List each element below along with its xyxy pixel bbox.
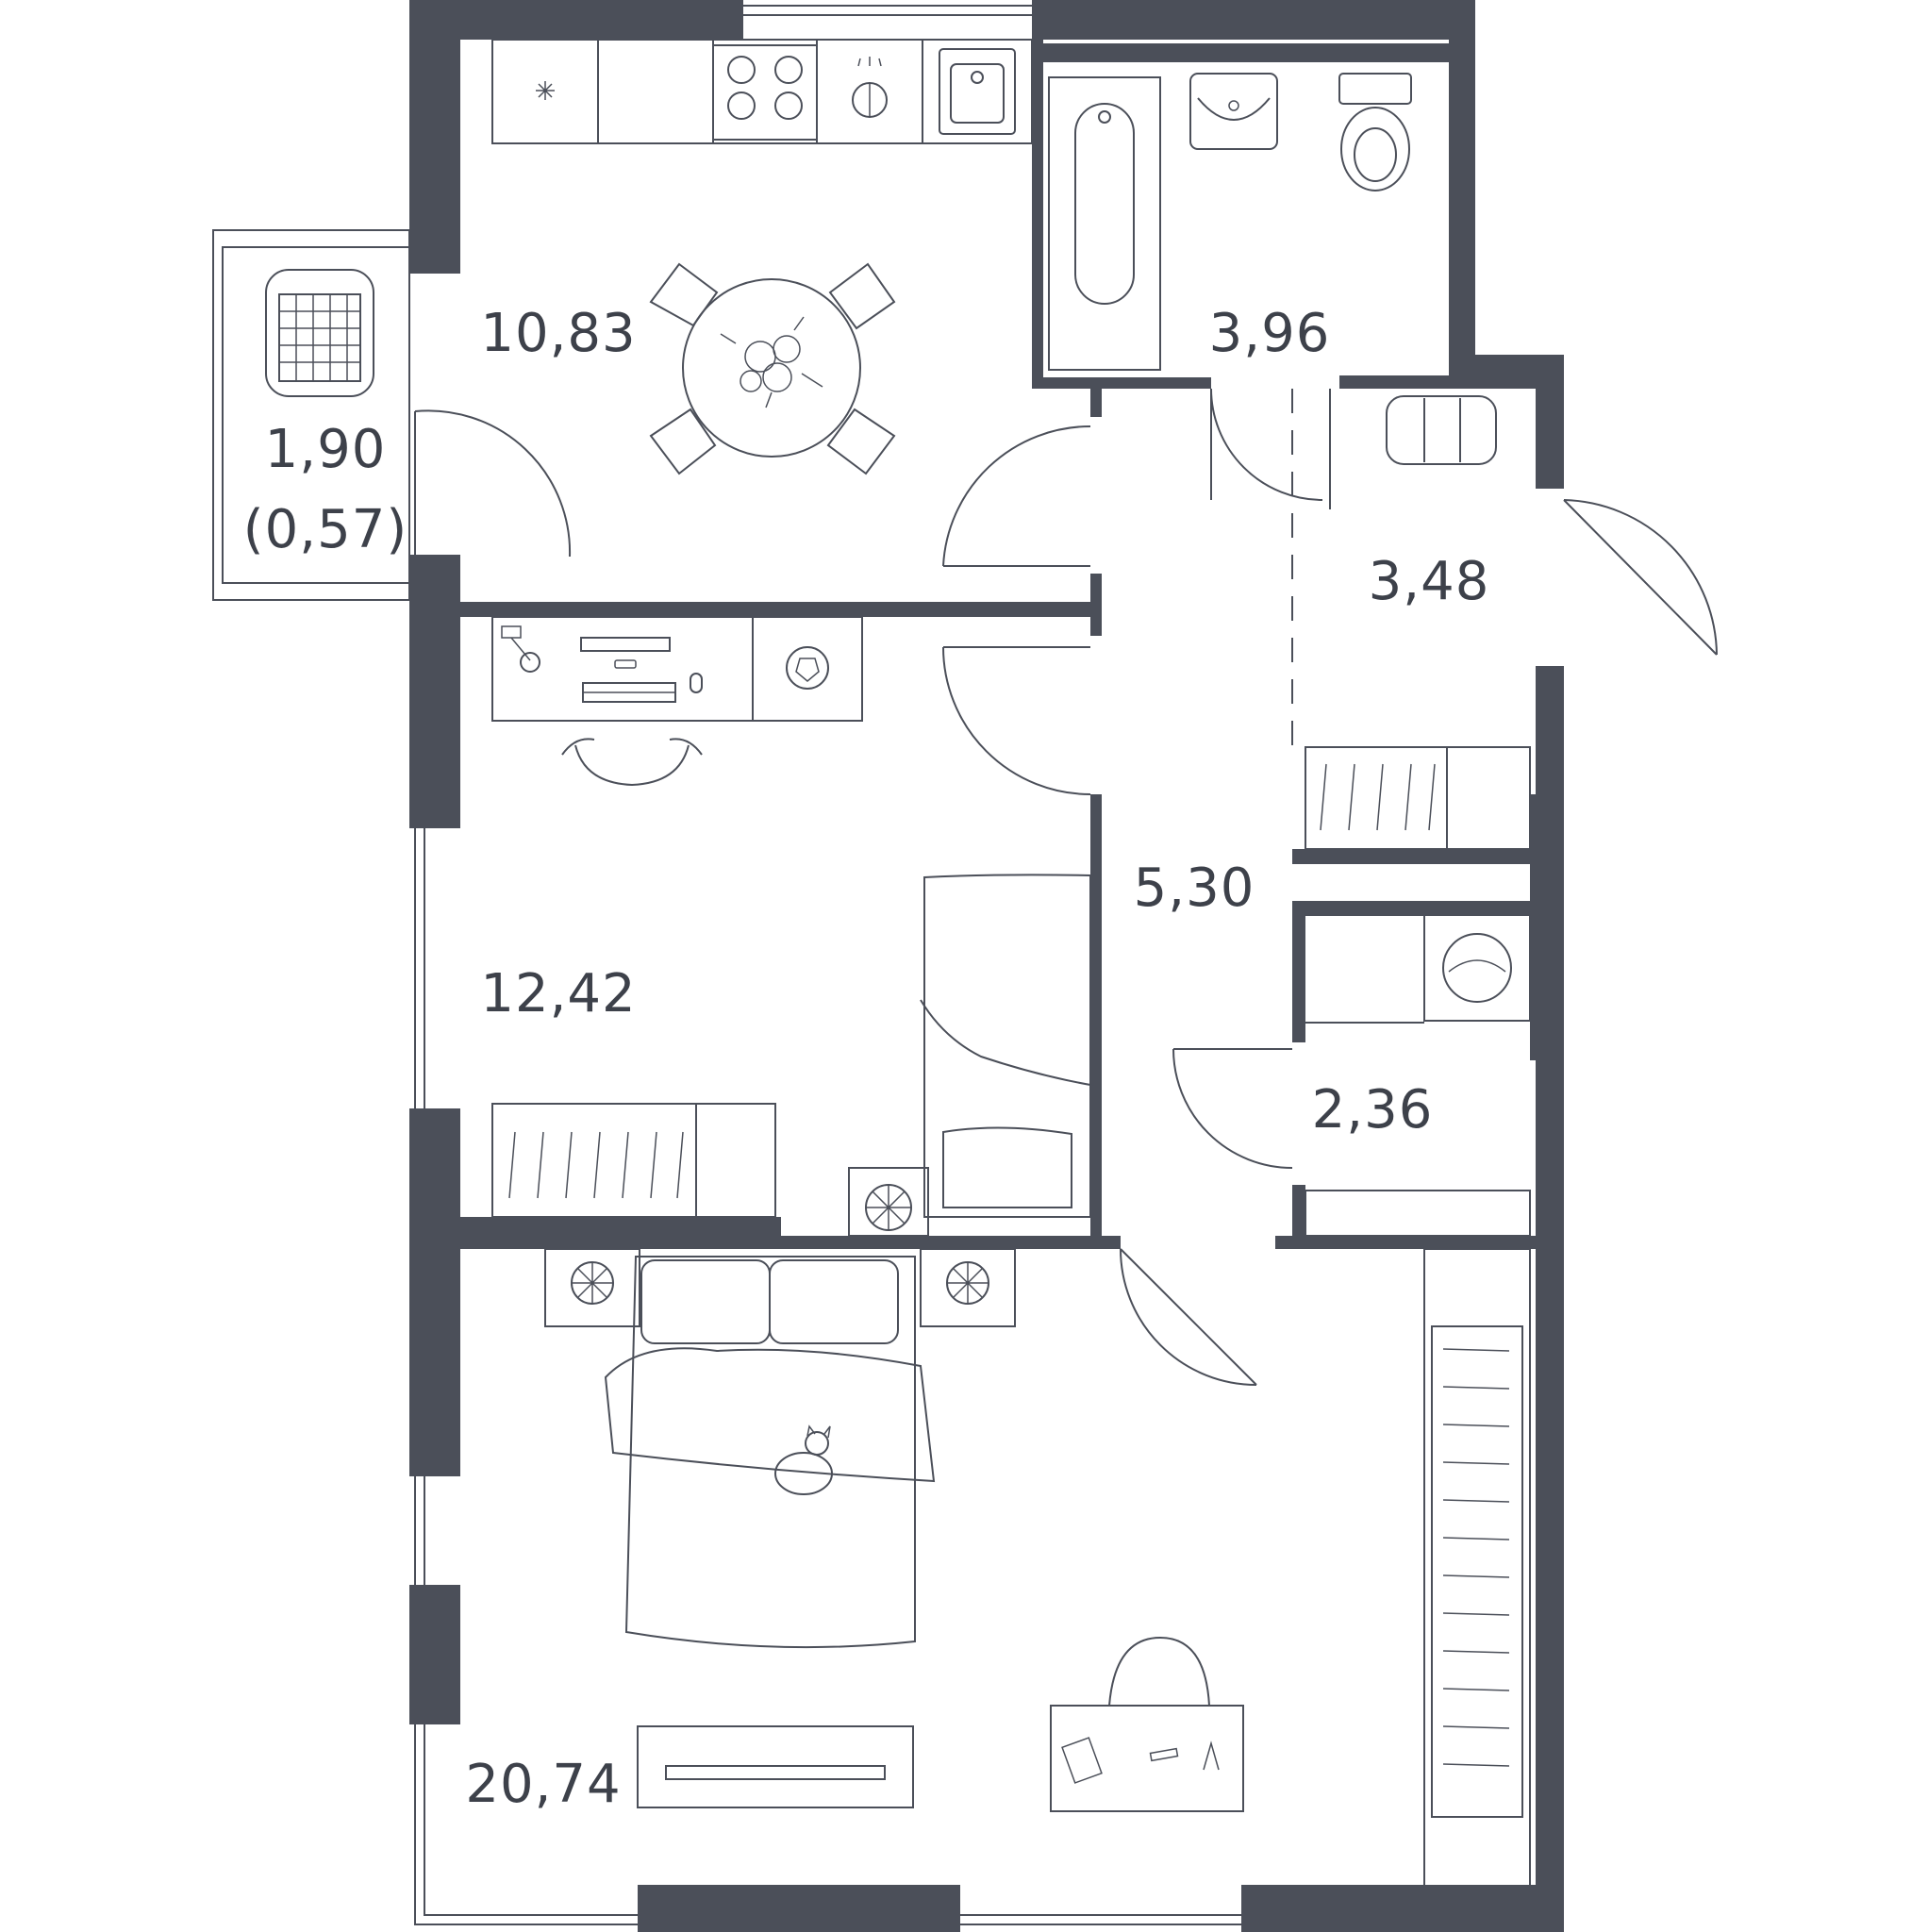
- storage-area-label: 2,36: [1312, 1079, 1434, 1141]
- dining-chair: [828, 262, 896, 330]
- dresser: [491, 1103, 776, 1218]
- balcony-area-label: 1,90: [265, 419, 387, 480]
- washbasin: [1189, 73, 1278, 150]
- office-chair: [561, 738, 703, 787]
- notebook-icon: [1061, 1737, 1103, 1784]
- window: [743, 5, 1032, 16]
- window: [960, 1914, 1241, 1925]
- dining-table: [649, 262, 896, 475]
- storage-shelf: [1305, 1022, 1531, 1237]
- lamp-icon: [501, 625, 540, 673]
- faucet-icon: [852, 57, 888, 118]
- small-bedroom-door[interactable]: [942, 646, 1091, 795]
- hall-area-label: 3,48: [1369, 551, 1490, 612]
- cat-icon: [774, 1424, 833, 1495]
- window: [414, 1476, 425, 1585]
- balcony-door[interactable]: [414, 409, 572, 558]
- keyboard-icon: [582, 682, 676, 703]
- laundry-basket-icon: [265, 269, 374, 397]
- flower-bouquet-icon: [720, 316, 823, 408]
- walls: [409, 0, 1564, 1932]
- hall-wardrobe: [1305, 746, 1531, 850]
- double-bed: [604, 1256, 936, 1649]
- washing-machine: [1423, 914, 1531, 1022]
- window: [414, 1724, 638, 1925]
- small-bedroom-area-label: 12,42: [480, 963, 636, 1024]
- kitchen-counter: [491, 39, 1033, 144]
- bathtub: [1048, 76, 1161, 371]
- work-table: [1050, 1636, 1244, 1812]
- balcony: [212, 229, 410, 601]
- corridor-area-label: 5,30: [1134, 858, 1255, 919]
- dining-chair: [649, 408, 717, 475]
- window: [414, 828, 425, 1108]
- dining-chair: [649, 262, 719, 327]
- bathroom-area-label: 3,96: [1209, 303, 1331, 364]
- dining-chair: [826, 408, 896, 475]
- nightstand-fan-icon: [544, 1248, 640, 1327]
- snowflake-icon: [536, 81, 555, 100]
- nightstand-fan-icon: [848, 1167, 929, 1237]
- main-bedroom-area-label: 20,74: [465, 1754, 621, 1815]
- desk: [491, 616, 863, 787]
- storage-door[interactable]: [1172, 1048, 1293, 1169]
- balcony-reduced-area-label: (0,57): [243, 499, 407, 560]
- tv-stand: [637, 1725, 914, 1808]
- main-wardrobe: [1423, 1248, 1531, 1888]
- mouse-icon: [690, 673, 703, 693]
- stove-icon: [712, 44, 818, 141]
- clip-icon: [1203, 1740, 1220, 1771]
- football-icon: [786, 646, 829, 690]
- monitor-icon: [580, 637, 671, 669]
- shoe-bench: [1386, 395, 1497, 465]
- pencil-icon: [1149, 1747, 1179, 1762]
- nightstand-fan-icon: [920, 1248, 1016, 1327]
- kitchen-area-label: 10,83: [480, 303, 636, 364]
- bathroom-door[interactable]: [1210, 388, 1323, 501]
- sink-icon: [939, 48, 1016, 135]
- kitchen-door[interactable]: [942, 425, 1091, 567]
- entrance-door[interactable]: [1563, 499, 1718, 656]
- main-bedroom-door[interactable]: [1120, 1248, 1257, 1386]
- single-bed: [920, 874, 1091, 1218]
- toilet: [1338, 73, 1412, 192]
